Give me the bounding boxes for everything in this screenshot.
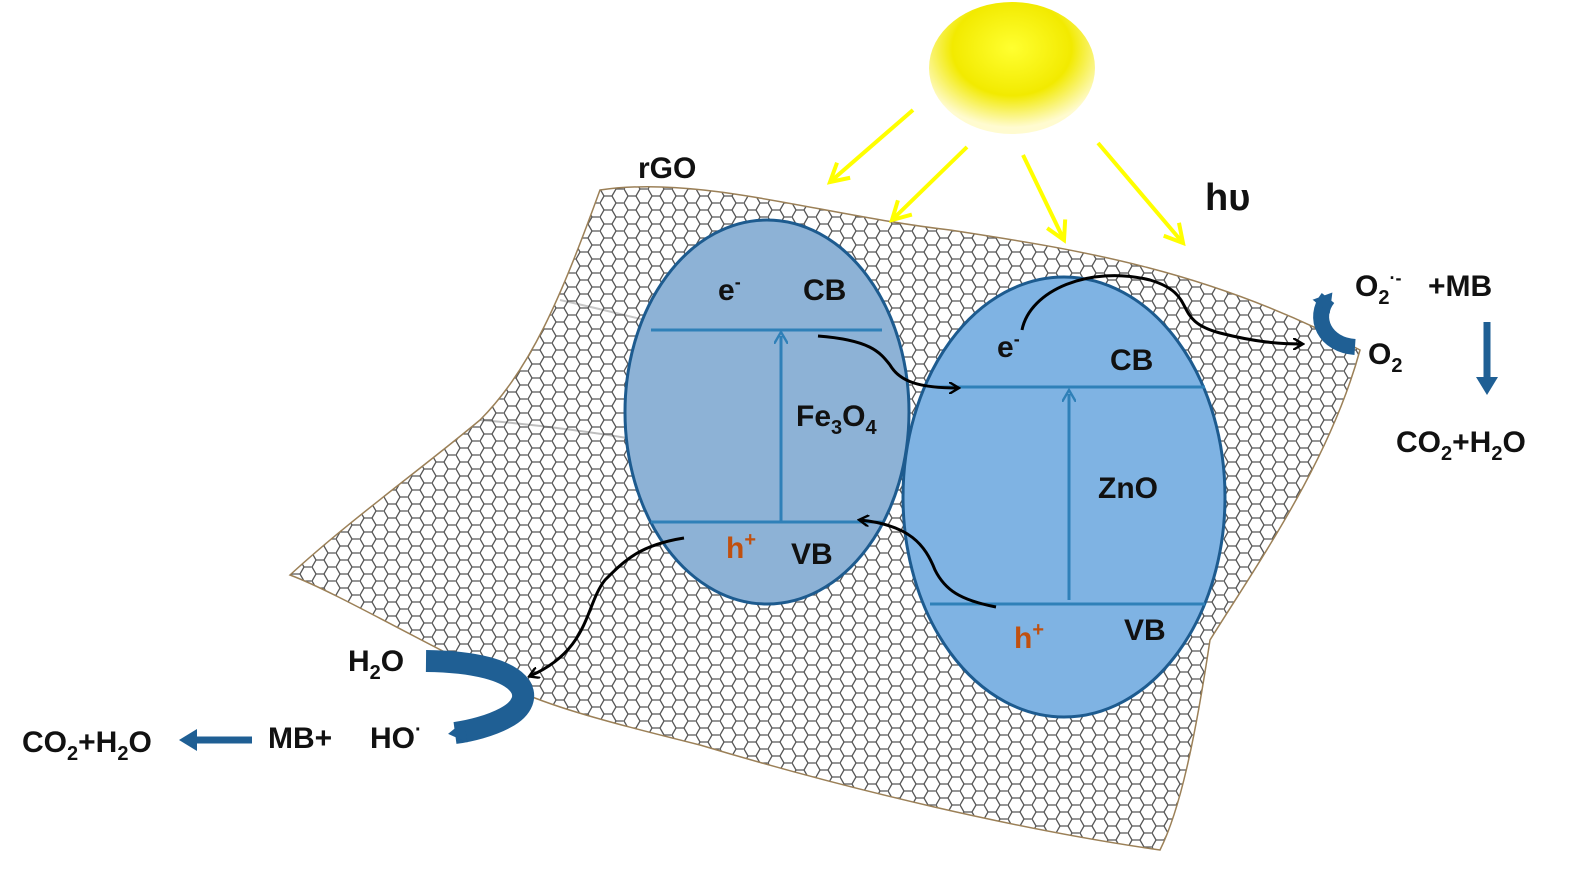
- zno-ellipse: [901, 275, 1227, 719]
- svg-text:e-: e-: [997, 329, 1020, 364]
- rgo-label: rGO: [638, 152, 696, 185]
- left-product-sub2: 2: [117, 743, 128, 765]
- cycle-arrow-icon: [1312, 292, 1357, 355]
- svg-text:H2O: H2O: [348, 645, 404, 684]
- svg-text:CO2+H2O: CO2+H2O: [1396, 426, 1526, 465]
- sun-ray-arrow: [889, 145, 969, 223]
- zno-cb-label: CB: [1110, 344, 1153, 377]
- sun-ray-arrows: [826, 108, 1186, 247]
- fe3o4-name: Fe: [796, 400, 831, 433]
- zno-vb-label: VB: [1124, 614, 1166, 647]
- superoxide-sup: ·-: [1389, 268, 1401, 288]
- fe3o4-ellipse: [623, 218, 911, 606]
- electron-transfer-arrow: [1020, 274, 1302, 344]
- charge-transfer-arrows: [530, 274, 1302, 676]
- plus-mb-label: +MB: [1428, 270, 1492, 303]
- hydroxyl-label: HO: [370, 722, 415, 755]
- hole-transfer-arrow: [530, 536, 685, 676]
- left-product-sub1: 2: [67, 743, 78, 765]
- fe3o4-hole: h: [726, 532, 744, 565]
- right-product-end: O: [1502, 426, 1525, 459]
- fe3o4-hole-charge: +: [744, 529, 756, 551]
- right-product: CO: [1396, 426, 1441, 459]
- fe3o4-name-mid: O: [842, 400, 865, 433]
- water-label: H: [348, 645, 370, 678]
- zno-particle: e- CB ZnO h+ VB: [901, 275, 1227, 719]
- fe3o4-vb-label: VB: [791, 538, 833, 571]
- zno-hole: h: [1014, 622, 1032, 655]
- cycle-arrow-icon: [425, 650, 535, 744]
- hole-transfer-arrow: [860, 520, 997, 609]
- svg-text:h+: h+: [1014, 619, 1044, 655]
- sun-ray-arrow: [1096, 141, 1186, 247]
- superoxide-sub: 2: [1378, 287, 1389, 309]
- left-product-mid: +H: [78, 726, 117, 759]
- electron-transfer-arrow: [817, 334, 958, 388]
- svg-text:e-: e-: [718, 272, 741, 307]
- zno-hole-charge: +: [1032, 619, 1044, 641]
- right-product-sub2: 2: [1491, 443, 1502, 465]
- svg-text:CO2+H2O: CO2+H2O: [22, 726, 152, 765]
- oxygen-label: O: [1368, 338, 1391, 371]
- sun-icon: [929, 2, 1095, 134]
- left-product: CO: [22, 726, 67, 759]
- zno-name: ZnO: [1098, 472, 1158, 505]
- left-product-end: O: [128, 726, 151, 759]
- mb-plus-label: MB+: [268, 722, 332, 755]
- hydroxyl-sup: ·: [415, 719, 422, 741]
- fe3o4-electron: e: [718, 274, 735, 307]
- superoxide-label: O: [1355, 270, 1378, 303]
- fe3o4-cb-label: CB: [803, 274, 846, 307]
- right-product-sub1: 2: [1441, 443, 1452, 465]
- svg-text:O2: O2: [1368, 338, 1402, 377]
- oxygen-sub: 2: [1391, 355, 1402, 377]
- right-product-mid: +H: [1452, 426, 1491, 459]
- svg-text:h+: h+: [726, 529, 756, 565]
- water-end: O: [381, 645, 404, 678]
- sun-ray-arrow: [1021, 154, 1068, 244]
- zno-electron: e: [997, 331, 1014, 364]
- sun-ray-arrow: [826, 108, 915, 185]
- zno-electron-charge: -: [1014, 329, 1020, 349]
- fe3o4-sub2: 4: [865, 417, 877, 439]
- fe3o4-particle: e- CB Fe3O4 h+ VB: [623, 218, 911, 606]
- water-sub: 2: [370, 662, 381, 684]
- fe3o4-electron-charge: -: [735, 272, 741, 292]
- svg-text:O2·-: O2·-: [1355, 268, 1401, 309]
- photon-label: hυ: [1205, 177, 1250, 219]
- svg-text:HO·: HO·: [370, 719, 422, 755]
- svg-text:Fe3O4: Fe3O4: [796, 400, 877, 439]
- fe3o4-sub1: 3: [831, 417, 842, 439]
